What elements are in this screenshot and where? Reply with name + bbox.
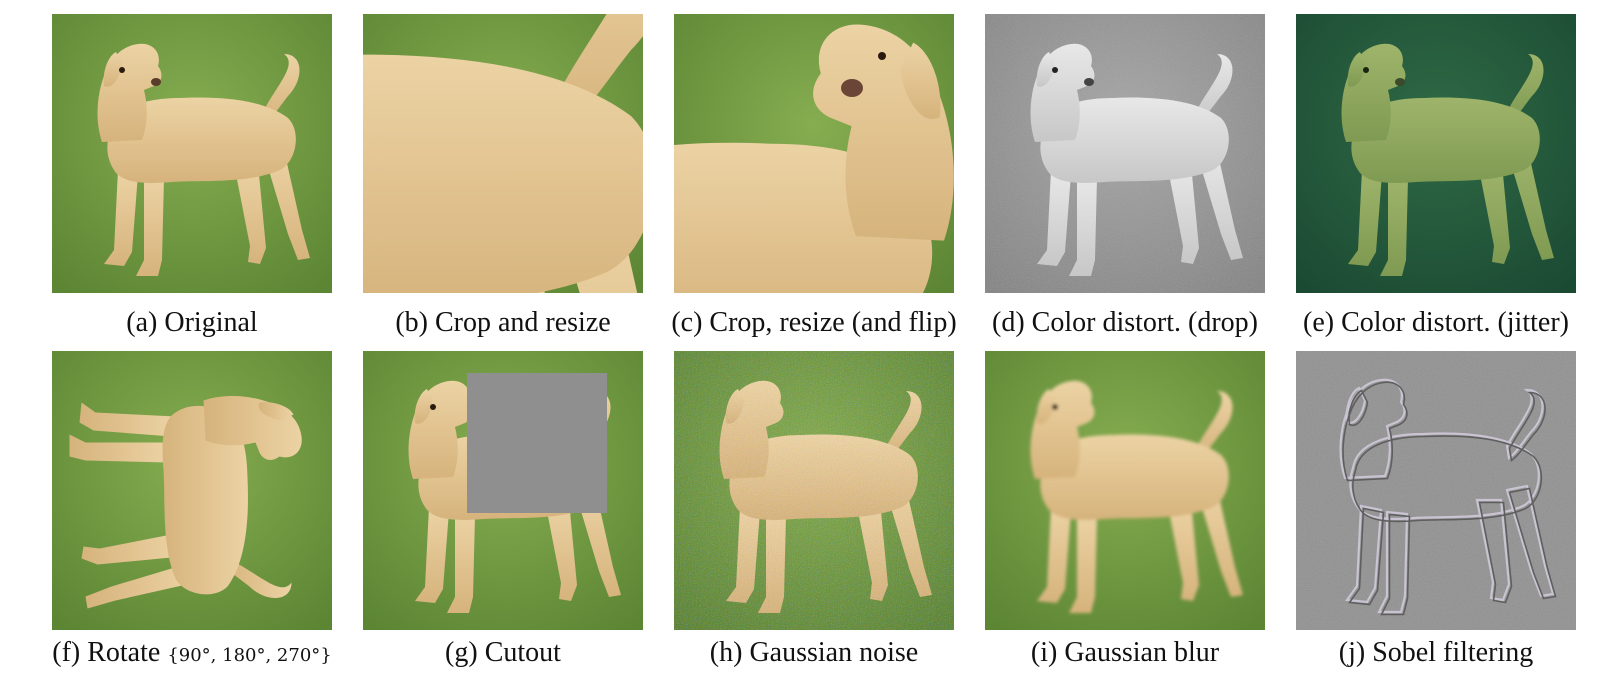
image-gaussian-blur	[985, 351, 1265, 630]
image-crop-resize	[363, 14, 643, 293]
image-rotate	[52, 351, 332, 630]
image-cutout	[363, 351, 643, 630]
caption-color-jitter: (e) Color distort. (jitter)	[1303, 307, 1569, 338]
caption-crop-resize-flip: (c) Crop, resize (and flip)	[671, 307, 957, 338]
image-gaussian-noise	[674, 351, 954, 630]
caption-rotate-label: (f) Rotate	[52, 637, 161, 668]
dog-photo-sobel	[1296, 351, 1576, 630]
caption-gaussian-noise: (h) Gaussian noise	[709, 637, 919, 668]
dog-photo-grayscale	[985, 14, 1265, 293]
dog-photo-original	[52, 14, 332, 293]
dog-photo-blur	[985, 351, 1265, 630]
dog-photo-crop-resize	[363, 14, 643, 293]
dog-photo-crop-resize-flip	[674, 14, 954, 293]
cutout-patch	[467, 373, 607, 513]
caption-rotate: (f) Rotate {90°, 180°, 270°}	[37, 636, 347, 673]
caption-cutout: (g) Cutout	[445, 637, 561, 668]
image-color-jitter	[1296, 14, 1576, 293]
caption-crop-resize: (b) Crop and resize	[395, 307, 611, 338]
dog-photo-noise	[674, 351, 954, 630]
dog-photo-jitter	[1296, 14, 1576, 293]
dog-photo-rotated	[52, 351, 332, 630]
caption-color-drop: (d) Color distort. (drop)	[992, 307, 1258, 338]
caption-rotate-angles: {90°, 180°, 270°}	[167, 645, 332, 666]
image-color-drop	[985, 14, 1265, 293]
image-sobel	[1296, 351, 1576, 630]
caption-gaussian-blur: (i) Gaussian blur	[1030, 637, 1220, 668]
caption-sobel: (j) Sobel filtering	[1338, 637, 1534, 668]
image-original	[52, 14, 332, 293]
image-crop-resize-flip	[674, 14, 954, 293]
caption-original: (a) Original	[126, 307, 258, 338]
dog-photo-cutout	[363, 351, 643, 630]
